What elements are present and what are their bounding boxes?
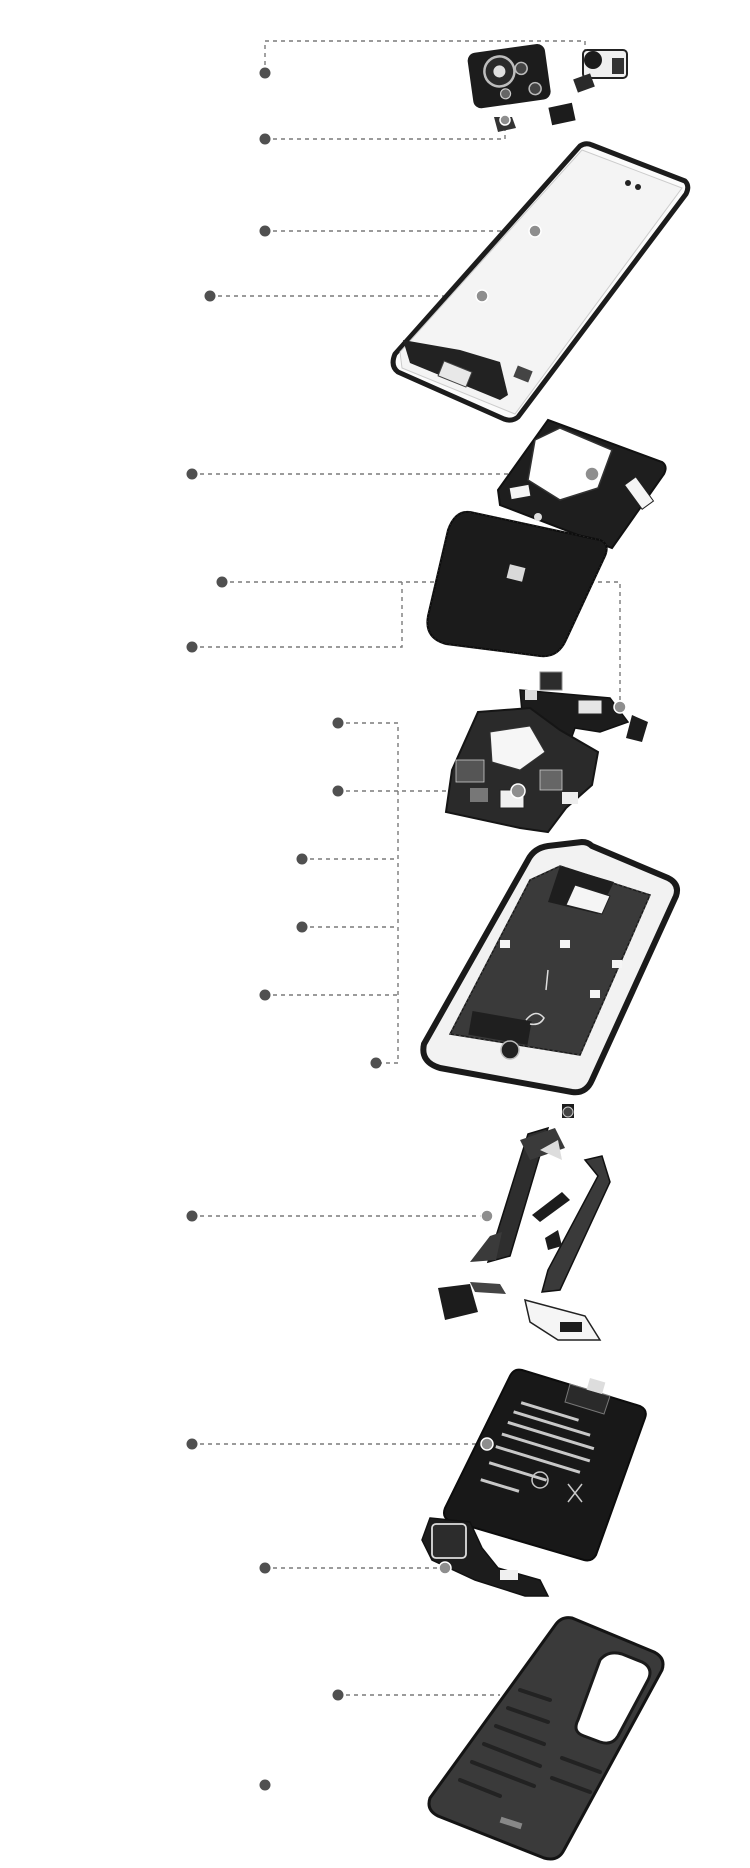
- leader-heat-spreader-b: [192, 582, 403, 648]
- callout-dot-7[interactable]: [186, 641, 198, 653]
- rear-camera-module-group: [467, 44, 628, 132]
- display-panel: [390, 141, 691, 423]
- callout-dots: [186, 67, 382, 1791]
- callout-dot-4[interactable]: [204, 290, 216, 302]
- leader-camera-top: [264, 40, 586, 73]
- callout-dot-12[interactable]: [259, 989, 271, 1001]
- leader-lines: [192, 40, 621, 1696]
- mainboard-shield-plate: [496, 418, 667, 550]
- callout-dot-5[interactable]: [186, 468, 198, 480]
- back-cover: [427, 1616, 665, 1861]
- callout-dot-1[interactable]: [259, 67, 271, 79]
- callout-dot-13[interactable]: [370, 1057, 382, 1069]
- back-cover-ribs: [458, 1688, 602, 1798]
- callout-dot-9[interactable]: [332, 785, 344, 797]
- flex-cables-group: [438, 1104, 611, 1341]
- callout-dot-14[interactable]: [186, 1210, 198, 1222]
- callout-dot-17[interactable]: [332, 1689, 344, 1701]
- callout-dot-16[interactable]: [259, 1562, 271, 1574]
- callout-dot-8[interactable]: [332, 717, 344, 729]
- battery-label-print: [480, 1401, 595, 1493]
- callout-dot-6[interactable]: [216, 576, 228, 588]
- leader-bracket-group: [338, 722, 399, 1064]
- callout-dot-18[interactable]: [259, 1779, 271, 1791]
- mainboard: [444, 706, 600, 834]
- leader-camera-flash: [265, 120, 506, 140]
- loudspeaker-module: [421, 1517, 550, 1597]
- callout-dot-3[interactable]: [259, 225, 271, 237]
- battery: [443, 1368, 647, 1562]
- callout-dot-15[interactable]: [186, 1438, 198, 1450]
- callout-dot-11[interactable]: [296, 921, 308, 933]
- middle-frame: [420, 839, 680, 1096]
- leader-heat-spreader-a: [222, 581, 621, 707]
- graphite-heat-spreader: [426, 510, 608, 658]
- callout-dot-2[interactable]: [259, 133, 271, 145]
- callout-dot-10[interactable]: [296, 853, 308, 865]
